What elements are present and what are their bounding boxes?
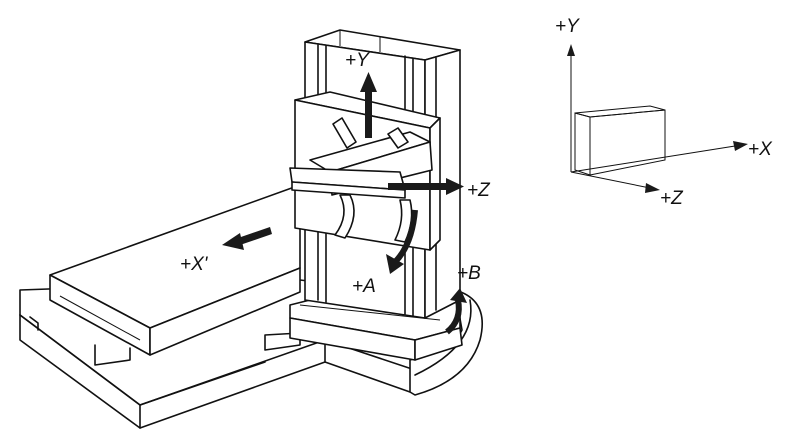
b-arrow — [445, 288, 467, 335]
x-prime-arrow — [222, 227, 272, 250]
part-coordinate-system: +Y +X +Z — [555, 16, 773, 209]
machine-axis-labels: +Y +Z +X' +A +B — [180, 50, 491, 297]
part-z-label: +Z — [660, 188, 684, 209]
part-x-label: +X — [748, 139, 773, 160]
x-prime-table — [49, 184, 301, 356]
workpiece-box — [574, 105, 666, 176]
machine-z-label: +Z — [467, 180, 491, 201]
a-arrow — [386, 209, 418, 274]
y-arrow — [360, 72, 377, 138]
machine-a-label: +A — [352, 276, 376, 297]
motion-arrows — [222, 72, 467, 335]
spindle-head — [289, 117, 433, 243]
machine-b-label: +B — [457, 263, 481, 284]
z-arrow — [388, 178, 464, 195]
machine-x-prime-label: +X' — [180, 254, 209, 275]
machine-y-label: +Y — [345, 50, 370, 71]
part-y-label: +Y — [555, 16, 580, 37]
